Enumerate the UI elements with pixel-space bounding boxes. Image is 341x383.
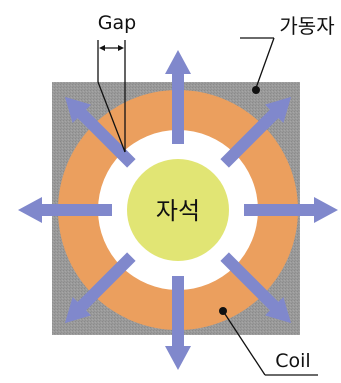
- magnet-circle: [127, 159, 229, 261]
- radial-arrow-north-east: [220, 96, 292, 168]
- gap-label: Gap: [98, 12, 136, 34]
- magnet-label: 자석: [156, 197, 200, 225]
- coil-pointer: [219, 307, 318, 376]
- radial-arrow-south-west: [64, 252, 136, 324]
- radial-arrow-south-east: [220, 252, 292, 324]
- radial-arrow-north-west: [64, 96, 136, 168]
- radial-arrow-north: [165, 50, 191, 144]
- radial-arrow-west: [18, 197, 112, 223]
- coil-label: Coil: [275, 350, 310, 372]
- radial-arrows: [18, 50, 338, 370]
- radial-arrow-south: [165, 276, 191, 370]
- radial-arrow-east: [244, 197, 338, 223]
- gap-dimension-marker: [97, 40, 126, 153]
- mover-label: 가동자: [279, 14, 334, 38]
- mover-pointer: [240, 37, 275, 94]
